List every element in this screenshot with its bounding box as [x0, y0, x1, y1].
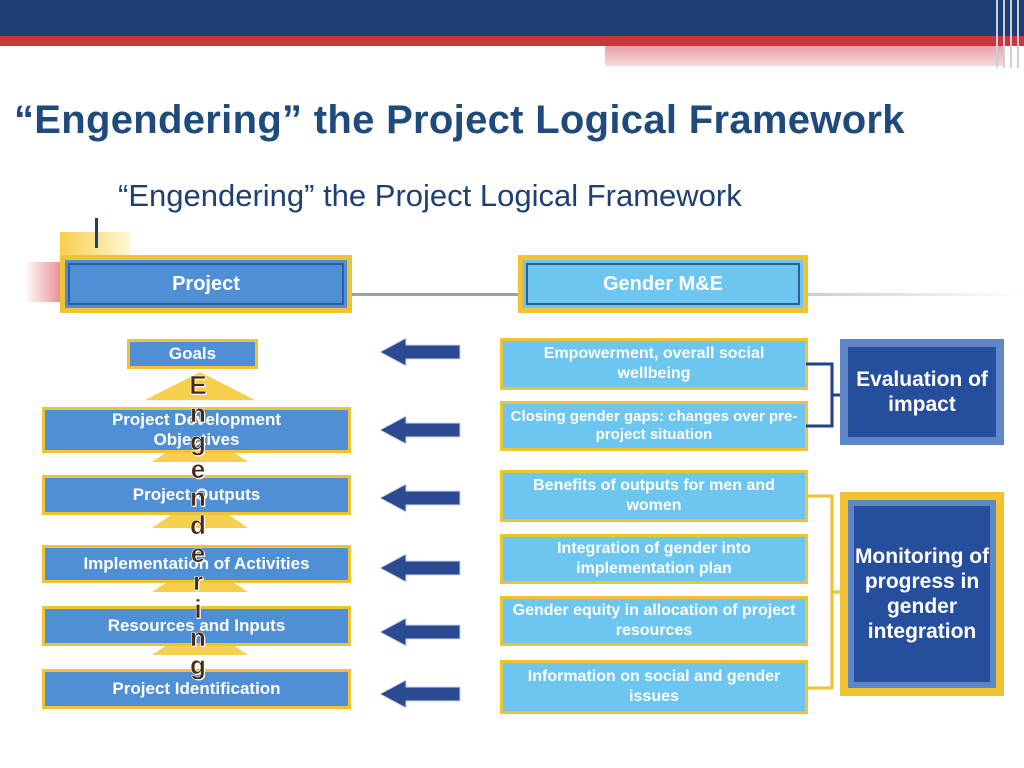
monitoring-bracket — [806, 494, 834, 690]
left-arrow-icon — [380, 483, 461, 513]
arrow-column — [380, 337, 461, 709]
bracket-lines — [806, 362, 846, 690]
left-arrow-icon — [380, 337, 461, 367]
header-bar — [0, 0, 1024, 36]
left-arrow-icon — [380, 617, 461, 647]
header-frame — [526, 263, 800, 305]
benefits-box: Benefits of outputs for men and women — [500, 470, 808, 522]
engendering-letter: g — [190, 426, 206, 457]
evaluation-box: Evaluation of impact — [840, 339, 1004, 445]
goals-box: Goals — [127, 339, 258, 369]
engendering-letter: r — [192, 566, 204, 597]
outputs-box: Project Outputs — [42, 475, 351, 515]
integration-label: Integration of gender into implementatio… — [557, 540, 751, 577]
goals-label: Goals — [168, 344, 217, 363]
decor-line — [95, 218, 98, 248]
resources-box: Resources and Inputs — [42, 606, 351, 646]
project-header-label: Project — [172, 272, 240, 295]
left-arrow-icon — [380, 679, 461, 709]
header-connector — [806, 293, 1024, 296]
outputs-label: Project Outputs — [132, 485, 261, 504]
engendering-letter: e — [190, 454, 206, 485]
decor-line — [1010, 0, 1012, 68]
header-connector — [352, 293, 522, 296]
identification-box: Project Identification — [42, 669, 351, 709]
gender-header-label: Gender M&E — [602, 272, 724, 295]
slide-title: “Engendering” the Project Logical Framew… — [14, 98, 905, 142]
project-header: Project — [60, 255, 352, 313]
information-label: Information on social and gender issues — [527, 668, 781, 705]
engendering-letter: n — [190, 622, 206, 653]
evaluation-bracket — [806, 362, 834, 428]
accent-band — [0, 36, 1024, 46]
equity-label: Gender equity in allocation of project r… — [512, 602, 796, 639]
left-arrow-icon — [380, 553, 461, 583]
engendering-letter: n — [190, 398, 206, 429]
empowerment-box: Empowerment, overall social wellbeing — [500, 338, 808, 390]
identification-label: Project Identification — [112, 679, 281, 698]
equity-box: Gender equity in allocation of project r… — [500, 596, 808, 646]
activities-label: Implementation of Activities — [83, 554, 310, 573]
information-box: Information on social and gender issues — [500, 660, 808, 714]
resources-label: Resources and Inputs — [107, 616, 286, 635]
engendering-letter: e — [190, 538, 206, 569]
activities-box: Implementation of Activities — [42, 545, 351, 583]
header-frame — [68, 263, 344, 305]
accent-band-light — [605, 46, 1005, 66]
engendering-letter: n — [190, 482, 206, 513]
evaluation-label: Evaluation of impact — [856, 368, 988, 416]
decor-line — [996, 0, 998, 68]
integration-box: Integration of gender into implementatio… — [500, 534, 808, 584]
benefits-label: Benefits of outputs for men and women — [533, 477, 775, 514]
empowerment-label: Empowerment, overall social wellbeing — [543, 345, 765, 382]
up-arrow — [145, 372, 255, 400]
monitoring-label: Monitoring of progress in gender integra… — [854, 545, 990, 643]
engendering-letter: E — [189, 370, 207, 401]
engendering-letter: d — [190, 510, 206, 541]
development-objectives-label: Project Development Objectives — [111, 410, 282, 449]
decor-red — [24, 262, 64, 302]
gender-gaps-box: Closing gender gaps: changes over pre-pr… — [500, 401, 808, 451]
development-objectives-box: Project Development Objectives — [42, 407, 351, 453]
engendering-letter: g — [190, 650, 206, 681]
diagram-title: “Engendering” the Project Logical Framew… — [118, 178, 742, 213]
decor-line — [1003, 0, 1005, 68]
left-arrow-icon — [380, 415, 461, 445]
engendering-letter: i — [194, 594, 202, 625]
gender-gaps-label: Closing gender gaps: changes over pre-pr… — [510, 408, 798, 443]
decor-line — [1017, 0, 1019, 68]
monitoring-box: Monitoring of progress in gender integra… — [840, 492, 1004, 696]
gender-header: Gender M&E — [518, 255, 808, 313]
